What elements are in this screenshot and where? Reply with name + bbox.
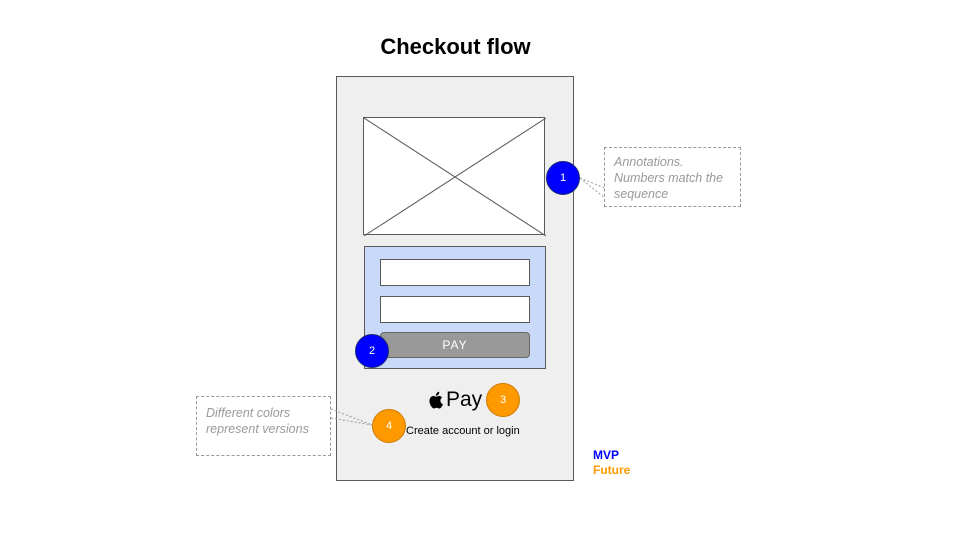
diagram-title: Checkout flow [380, 34, 531, 59]
apple-pay-button[interactable]: Pay [428, 386, 482, 414]
pay-button[interactable]: PAY [380, 332, 530, 358]
marker-2: 2 [355, 334, 389, 368]
image-placeholder [363, 117, 546, 236]
legend-future: Future [593, 463, 631, 477]
marker-4: 4 [372, 409, 406, 443]
colors-note: Different colors represent versions [196, 396, 331, 456]
payment-input-2[interactable] [380, 296, 530, 323]
apple-pay-label: Pay [446, 388, 483, 411]
payment-input-1[interactable] [380, 259, 530, 286]
create-account-link[interactable]: Create account or login [406, 425, 520, 437]
marker-3: 3 [486, 383, 520, 417]
marker-1: 1 [546, 161, 580, 195]
annotations-note: Annotations. Numbers match the sequence [604, 147, 741, 207]
connector-note-1 [579, 177, 606, 199]
apple-icon [429, 391, 443, 409]
version-legend: MVP Future [593, 448, 630, 478]
connector-note-2 [330, 408, 373, 426]
image-placeholder-cross [364, 118, 546, 236]
legend-mvp: MVP [593, 448, 620, 462]
